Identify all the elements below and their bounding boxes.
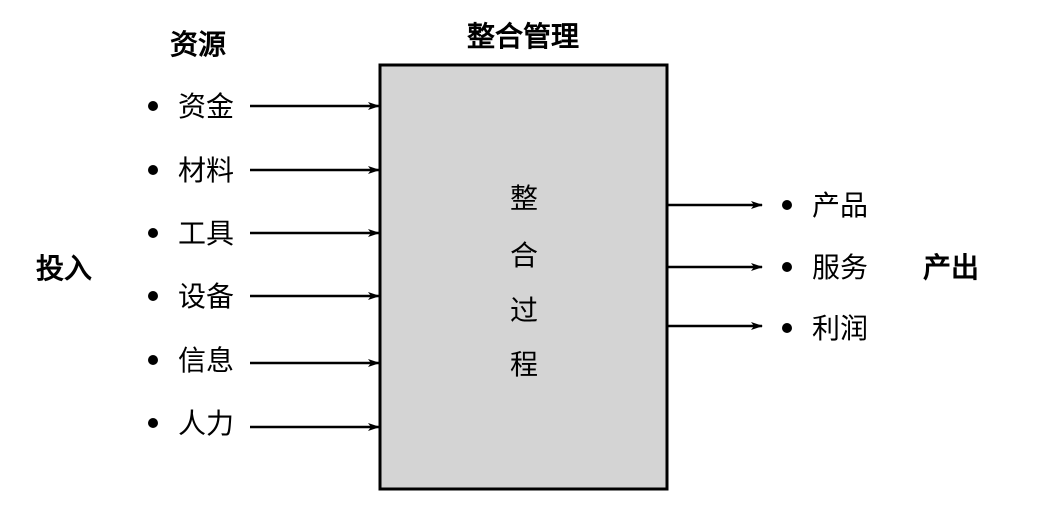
bullet-icon	[782, 262, 792, 272]
input-item: 信息	[148, 344, 380, 377]
input-item-label: 人力	[178, 407, 234, 440]
process-char: 整	[510, 182, 538, 215]
bullet-icon	[148, 228, 158, 238]
input-item: 人力	[148, 407, 380, 440]
output-item-label: 服务	[812, 251, 868, 284]
input-item: 材料	[148, 154, 380, 187]
output-item: 利润	[667, 312, 868, 345]
output-item: 产品	[667, 189, 868, 222]
input-item: 资金	[148, 90, 380, 123]
input-item-label: 工具	[178, 217, 234, 250]
integration-process-box	[378, 63, 669, 491]
resources-heading: 资源	[170, 28, 226, 61]
bullet-icon	[148, 418, 158, 428]
bullet-icon	[782, 200, 792, 210]
input-item-label: 资金	[178, 90, 234, 123]
output-item-label: 产品	[812, 189, 868, 222]
process-char: 合	[510, 239, 538, 272]
process-characters: 整 合 过 程	[510, 182, 538, 381]
output-item-label: 利润	[812, 312, 868, 345]
output-item: 服务	[667, 251, 868, 284]
output-items: 产品 服务 利润	[667, 189, 868, 345]
input-item-label: 材料	[178, 154, 234, 187]
bullet-icon	[148, 355, 158, 365]
input-item: 设备	[148, 280, 380, 313]
input-item-label: 设备	[178, 280, 234, 313]
process-char: 过	[510, 294, 538, 327]
process-char: 程	[510, 348, 538, 381]
bullet-icon	[782, 323, 792, 333]
input-items: 资金 材料 工具 设备 信息 人力	[148, 90, 380, 440]
bullet-icon	[148, 291, 158, 301]
input-label: 投入	[36, 252, 92, 285]
management-heading: 整合管理	[467, 20, 579, 53]
input-item: 工具	[148, 217, 380, 250]
bullet-icon	[148, 165, 158, 175]
output-label: 产出	[923, 251, 979, 284]
bullet-icon	[148, 101, 158, 111]
input-item-label: 信息	[178, 344, 234, 377]
